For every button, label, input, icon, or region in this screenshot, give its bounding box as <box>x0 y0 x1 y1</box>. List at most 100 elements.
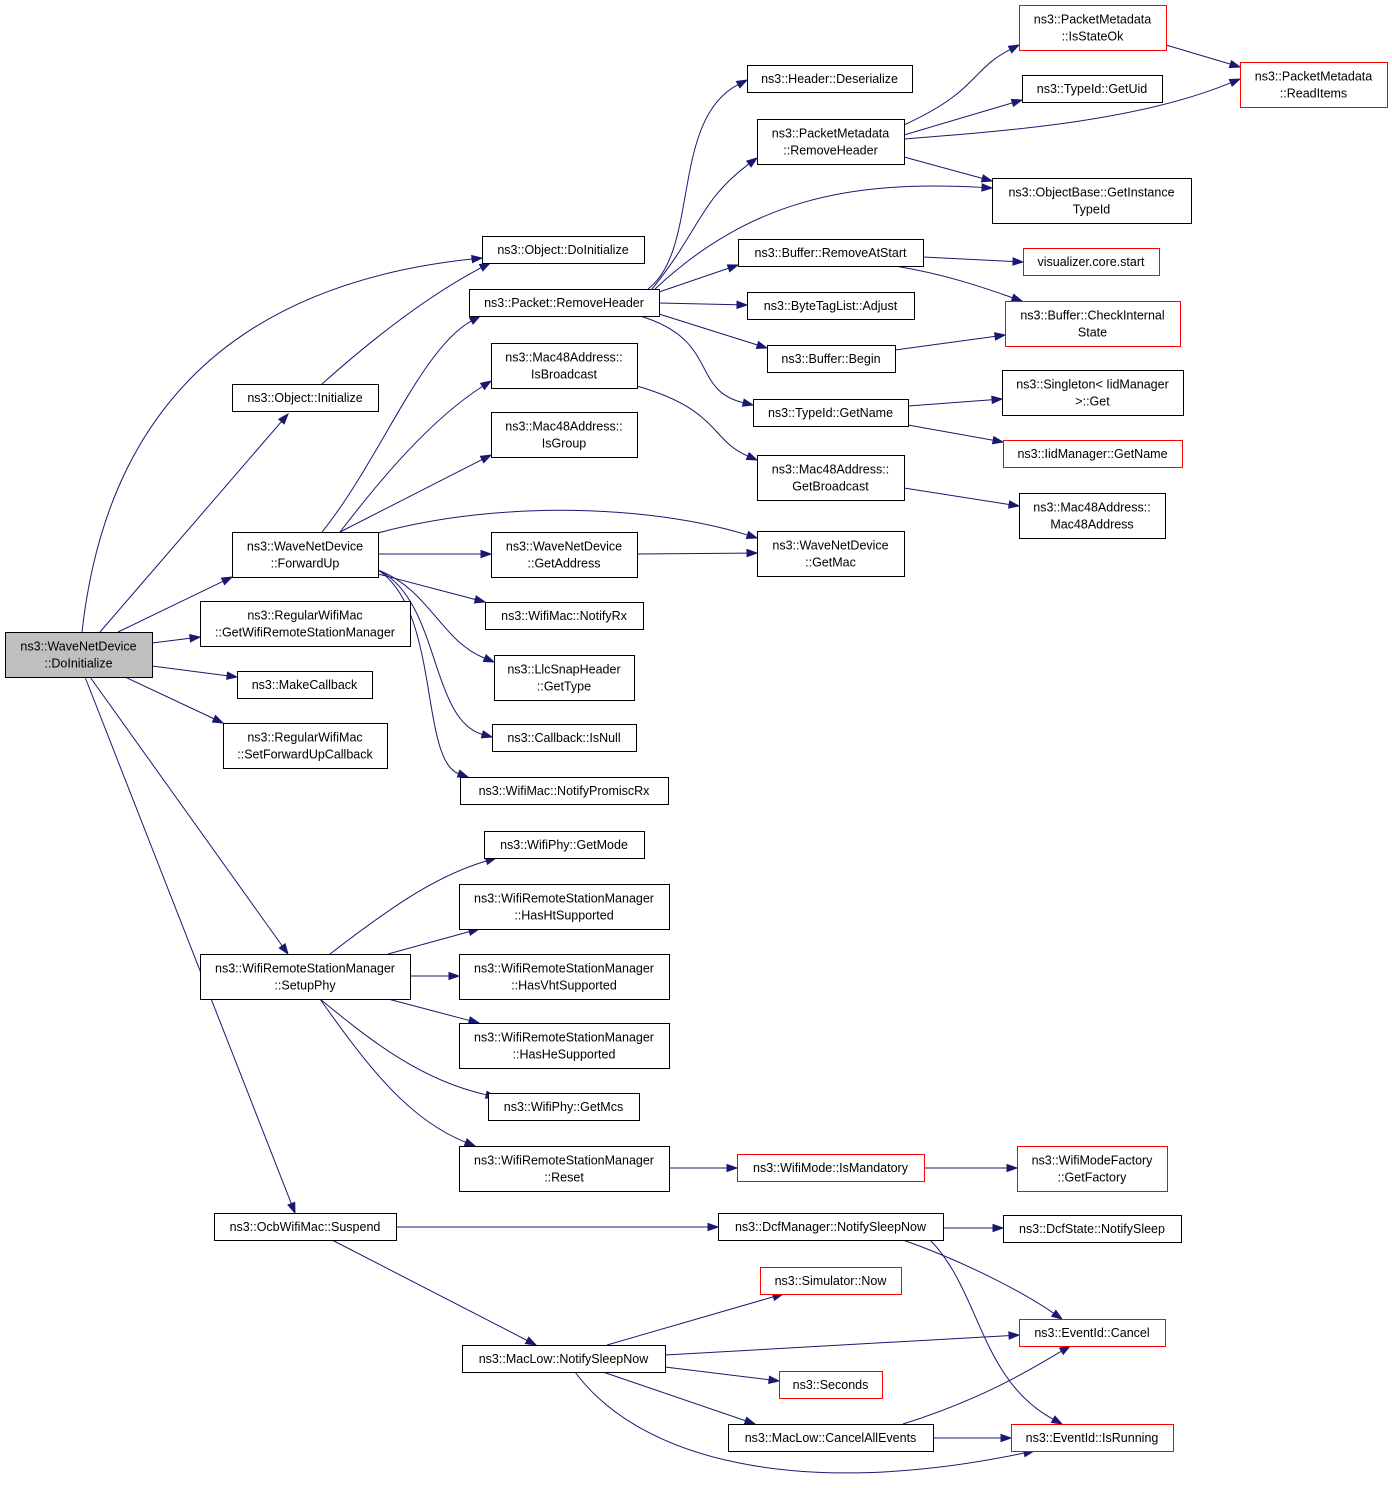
node-getmac[interactable]: ns3::WaveNetDevice::GetMac <box>757 531 905 577</box>
node-pktremhdr[interactable]: ns3::Packet::RemoveHeader <box>469 289 660 317</box>
node-box-bufbegin[interactable] <box>767 345 896 373</box>
node-modefactory[interactable]: ns3::WifiModeFactory::GetFactory <box>1017 1146 1168 1192</box>
node-box-ismandatory[interactable] <box>737 1154 925 1182</box>
node-box-dcfstate[interactable] <box>1003 1215 1182 1243</box>
node-box-llcgettype[interactable] <box>494 655 635 701</box>
node-box-hasht[interactable] <box>459 884 670 930</box>
node-getaddr[interactable]: ns3::WaveNetDevice::GetAddress <box>491 532 638 578</box>
node-box-reset[interactable] <box>459 1146 670 1192</box>
node-tidgetname[interactable]: ns3::TypeId::GetName <box>753 399 909 427</box>
node-box-singleton[interactable] <box>1002 370 1184 416</box>
node-box-hasvht[interactable] <box>459 954 670 1000</box>
node-box-btladjust[interactable] <box>747 292 915 320</box>
node-box-seconds[interactable] <box>779 1371 883 1399</box>
node-box-getinsttid[interactable] <box>992 178 1192 224</box>
node-root[interactable]: ns3::WaveNetDevice::DoInitialize <box>5 632 153 678</box>
node-box-dcfsleep[interactable] <box>718 1213 944 1241</box>
node-box-hdrdeser[interactable] <box>747 65 913 93</box>
node-ismandatory[interactable]: ns3::WifiMode::IsMandatory <box>737 1154 925 1182</box>
node-box-root[interactable] <box>5 632 153 678</box>
node-getwrsm[interactable]: ns3::RegularWifiMac::GetWifiRemoteStatio… <box>200 601 411 647</box>
node-makecb[interactable]: ns3::MakeCallback <box>237 671 373 699</box>
node-getmcs[interactable]: ns3::WifiPhy::GetMcs <box>488 1093 640 1121</box>
node-box-bufremstart[interactable] <box>738 239 924 267</box>
node-box-setfwdcb[interactable] <box>223 723 388 769</box>
node-box-bufcheck[interactable] <box>1005 301 1181 347</box>
node-evrunning[interactable]: ns3::EventId::IsRunning <box>1011 1424 1174 1452</box>
node-iidgetname[interactable]: ns3::IidManager::GetName <box>1003 440 1183 468</box>
node-evcancel[interactable]: ns3::EventId::Cancel <box>1019 1319 1166 1347</box>
node-box-cbisnull[interactable] <box>492 724 637 752</box>
node-box-objinit[interactable] <box>232 384 379 412</box>
node-notifyrx[interactable]: ns3::WifiMac::NotifyRx <box>485 602 644 630</box>
node-mac48ctor[interactable]: ns3::Mac48Address::Mac48Address <box>1019 493 1166 539</box>
node-setupphy[interactable]: ns3::WifiRemoteStationManager::SetupPhy <box>200 954 411 1000</box>
node-getbcast[interactable]: ns3::Mac48Address::GetBroadcast <box>757 455 905 501</box>
node-dcfstate[interactable]: ns3::DcfState::NotifySleep <box>1003 1215 1182 1243</box>
node-box-isbcast[interactable] <box>491 343 638 389</box>
node-box-getaddr[interactable] <box>491 532 638 578</box>
node-box-evcancel[interactable] <box>1019 1319 1166 1347</box>
node-box-makecb[interactable] <box>237 671 373 699</box>
node-box-tidgetuid[interactable] <box>1022 75 1163 103</box>
node-box-notifypromisc[interactable] <box>460 777 669 805</box>
node-box-pmremhdr[interactable] <box>757 119 905 165</box>
node-setfwdcb[interactable]: ns3::RegularWifiMac::SetForwardUpCallbac… <box>223 723 388 769</box>
node-box-mac48ctor[interactable] <box>1019 493 1166 539</box>
node-simnow[interactable]: ns3::Simulator::Now <box>760 1267 902 1295</box>
node-box-setupphy[interactable] <box>200 954 411 1000</box>
node-isgroup[interactable]: ns3::Mac48Address::IsGroup <box>491 412 638 458</box>
node-box-getmode[interactable] <box>484 831 645 859</box>
node-cbisnull[interactable]: ns3::Callback::IsNull <box>492 724 637 752</box>
node-box-vizstart[interactable] <box>1023 248 1160 276</box>
node-hdrdeser[interactable]: ns3::Header::Deserialize <box>747 65 913 93</box>
node-box-tidgetname[interactable] <box>753 399 909 427</box>
node-dcfsleep[interactable]: ns3::DcfManager::NotifySleepNow <box>718 1213 944 1241</box>
node-btladjust[interactable]: ns3::ByteTagList::Adjust <box>747 292 915 320</box>
node-box-hashe[interactable] <box>459 1023 670 1069</box>
node-box-notifyrx[interactable] <box>485 602 644 630</box>
node-box-evrunning[interactable] <box>1011 1424 1174 1452</box>
node-llcgettype[interactable]: ns3::LlcSnapHeader::GetType <box>494 655 635 701</box>
node-pmremhdr[interactable]: ns3::PacketMetadata::RemoveHeader <box>757 119 905 165</box>
node-box-getmac[interactable] <box>757 531 905 577</box>
node-cancelall[interactable]: ns3::MacLow::CancelAllEvents <box>728 1424 934 1452</box>
node-tidgetuid[interactable]: ns3::TypeId::GetUid <box>1022 75 1163 103</box>
node-box-cancelall[interactable] <box>728 1424 934 1452</box>
node-isbcast[interactable]: ns3::Mac48Address::IsBroadcast <box>491 343 638 389</box>
node-box-getwrsm[interactable] <box>200 601 411 647</box>
node-vizstart[interactable]: visualizer.core.start <box>1023 248 1160 276</box>
node-fwdup[interactable]: ns3::WaveNetDevice::ForwardUp <box>232 532 379 578</box>
node-box-iidgetname[interactable] <box>1003 440 1183 468</box>
node-box-getmcs[interactable] <box>488 1093 640 1121</box>
node-box-modefactory[interactable] <box>1017 1146 1168 1192</box>
node-bufbegin[interactable]: ns3::Buffer::Begin <box>767 345 896 373</box>
node-notifypromisc[interactable]: ns3::WifiMac::NotifyPromiscRx <box>460 777 669 805</box>
node-box-getbcast[interactable] <box>757 455 905 501</box>
node-box-pmstateok[interactable] <box>1019 5 1167 51</box>
node-box-fwdup[interactable] <box>232 532 379 578</box>
node-singleton[interactable]: ns3::Singleton< IidManager>::Get <box>1002 370 1184 416</box>
node-box-simnow[interactable] <box>760 1267 902 1295</box>
node-macsleep[interactable]: ns3::MacLow::NotifySleepNow <box>462 1345 666 1373</box>
node-box-pmreaditems[interactable] <box>1240 62 1388 108</box>
node-objinit[interactable]: ns3::Object::Initialize <box>232 384 379 412</box>
node-box-macsleep[interactable] <box>462 1345 666 1373</box>
node-bufremstart[interactable]: ns3::Buffer::RemoveAtStart <box>738 239 924 267</box>
node-box-pktremhdr[interactable] <box>469 289 660 317</box>
node-box-isgroup[interactable] <box>491 412 638 458</box>
node-box-objdoinit[interactable] <box>482 236 645 264</box>
node-box-suspend[interactable] <box>214 1213 397 1241</box>
node-hashe[interactable]: ns3::WifiRemoteStationManager::HasHeSupp… <box>459 1023 670 1069</box>
node-objdoinit[interactable]: ns3::Object::DoInitialize <box>482 236 645 264</box>
node-pmreaditems[interactable]: ns3::PacketMetadata::ReadItems <box>1240 62 1388 108</box>
node-seconds[interactable]: ns3::Seconds <box>779 1371 883 1399</box>
node-suspend[interactable]: ns3::OcbWifiMac::Suspend <box>214 1213 397 1241</box>
node-getmode[interactable]: ns3::WifiPhy::GetMode <box>484 831 645 859</box>
node-pmstateok[interactable]: ns3::PacketMetadata::IsStateOk <box>1019 5 1167 51</box>
node-hasvht[interactable]: ns3::WifiRemoteStationManager::HasVhtSup… <box>459 954 670 1000</box>
node-reset[interactable]: ns3::WifiRemoteStationManager::Reset <box>459 1146 670 1192</box>
node-hasht[interactable]: ns3::WifiRemoteStationManager::HasHtSupp… <box>459 884 670 930</box>
